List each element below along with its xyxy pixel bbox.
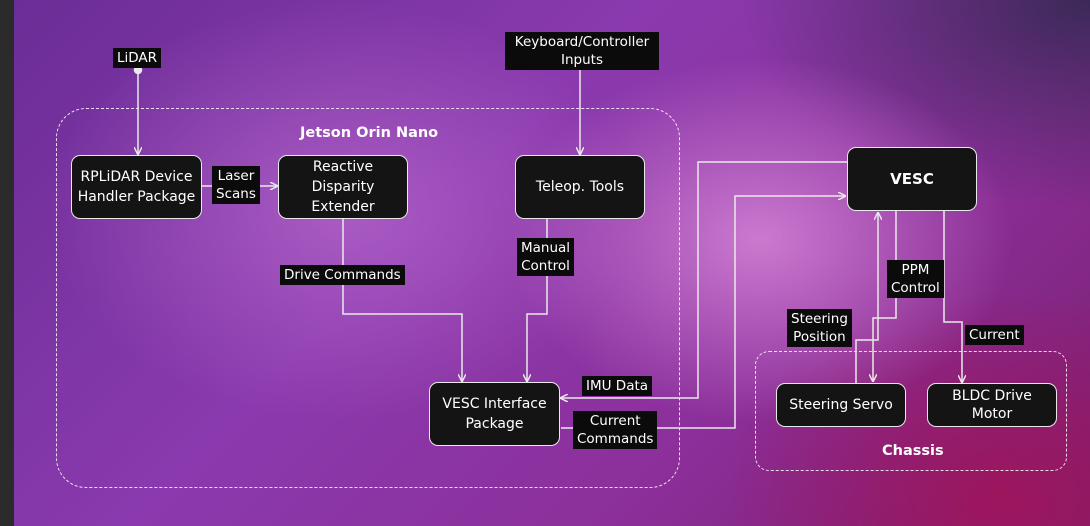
jetson-group-title: Jetson Orin Nano [300,125,439,141]
chassis-group-title: Chassis [882,443,944,459]
drive-commands-label: Drive Commands [280,265,405,285]
reactive-disparity-extender-node: Reactive Disparity Extender [278,155,408,219]
manual-control-label: Manual Control [517,238,575,276]
laser-scans-label: Laser Scans [212,166,260,204]
steering-position-label: Steering Position [787,309,852,347]
current-label: Current [965,325,1024,345]
steering-position-arrow [855,213,878,383]
steering-servo-node: Steering Servo [776,383,906,427]
lidar-label: LiDAR [113,48,162,68]
chassis-group [755,351,1067,471]
jetson-group [56,108,680,488]
imu-data-label: IMU Data [582,376,653,396]
ppm-control-label: PPM Control [887,260,944,298]
rplidar-handler-node: RPLiDAR Device Handler Package [71,155,202,219]
current-arrow [943,211,962,382]
vesc-interface-node: VESC Interface Package [429,382,560,446]
bldc-drive-motor-node: BLDC Drive Motor [927,383,1057,427]
teleop-tools-node: Teleop. Tools [515,155,645,219]
current-commands-label: Current Commands [573,411,658,449]
imu-data-arrow [561,161,847,398]
vesc-node: VESC [847,147,977,211]
drive-commands-arrow [342,219,462,381]
keyboard-controller-label: Keyboard/Controller Inputs [505,32,659,70]
